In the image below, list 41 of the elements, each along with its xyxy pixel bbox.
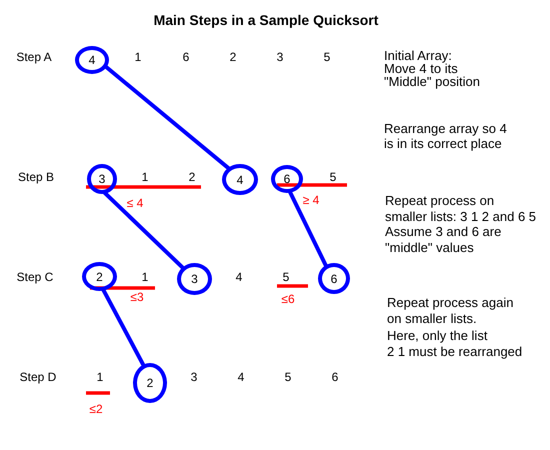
array-number: 1 [96, 370, 104, 384]
note-text: Repeat process on smaller lists: 3 1 2 and 6 5 Assume 3 and 6 are "middle" values [385, 193, 536, 256]
connector-line [104, 64, 231, 171]
circled-number: 6 [318, 263, 350, 294]
array-number: 5 [324, 50, 330, 64]
array-number: 6 [182, 50, 190, 64]
comparison-label: ≤3 [130, 290, 144, 304]
array-number: 2 [230, 50, 236, 64]
array-number: 5 [330, 170, 336, 184]
step-label: Step A [16, 50, 52, 64]
array-number: 1 [134, 50, 142, 64]
circled-number: 2 [82, 262, 117, 291]
array-number: 1 [142, 270, 148, 284]
array-number: 6 [332, 370, 338, 384]
circled-number: 4 [222, 164, 258, 195]
array-number: 1 [142, 170, 148, 184]
array-number: 5 [284, 370, 292, 384]
array-number: 5 [282, 270, 290, 284]
comparison-label: ≤6 [281, 292, 295, 306]
step-label: Step C [16, 270, 54, 284]
circled-number: 2 [133, 363, 167, 403]
circled-number: 6 [271, 165, 303, 193]
comparison-label: ≤ 4 [126, 196, 144, 210]
circled-number: 4 [75, 46, 109, 74]
step-label: Step B [18, 170, 54, 184]
circled-number: 3 [177, 263, 212, 295]
diagram-title: Main Steps in a Sample Quicksort [154, 12, 378, 28]
comparison-label: ≥ 4 [302, 193, 320, 207]
array-number: 4 [236, 270, 242, 284]
array-number: 2 [188, 170, 196, 184]
step-label: Step D [20, 370, 56, 384]
connector-line [100, 288, 146, 368]
comparison-label: ≤2 [89, 402, 103, 416]
connector-line [288, 190, 328, 268]
array-number: 4 [238, 370, 244, 384]
array-number: 3 [276, 50, 284, 64]
array-number: 3 [190, 370, 198, 384]
circled-number: 3 [87, 164, 117, 194]
note-text: Rearrange array so 4 is in its correct place [384, 121, 507, 151]
note-text: Initial Array: Move 4 to its "Middle" position [384, 49, 480, 88]
note-text: Repeat process again on smaller lists. Here, only the list 2 1 must be rearranged [387, 295, 522, 360]
